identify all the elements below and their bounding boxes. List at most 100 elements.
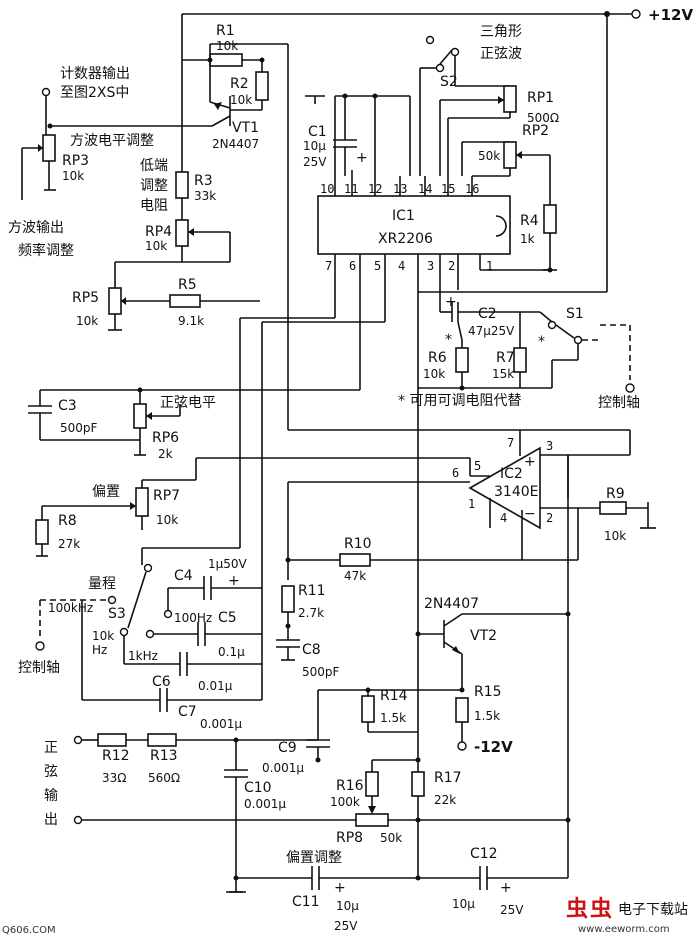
svg-text:10k: 10k (156, 513, 178, 527)
svg-text:0.1μ: 0.1μ (218, 645, 245, 659)
r17-resistor: R17 22k (411, 770, 462, 823)
svg-text:10k: 10k (604, 529, 626, 543)
svg-text:RP5: RP5 (72, 290, 99, 306)
watermark-left: Q606.COM (2, 925, 56, 936)
svg-text:100kHz: 100kHz (48, 601, 93, 615)
c6-capacitor: C6 0.01μ (123, 636, 262, 693)
svg-text:IC1: IC1 (392, 208, 415, 224)
r12-resistor: R12 33Ω (97, 733, 148, 785)
svg-text:R11: R11 (298, 583, 326, 599)
svg-text:+: + (356, 150, 368, 166)
counter-output: 计数器输出 至图2XS中 (41, 66, 130, 135)
svg-text:输: 输 (44, 788, 58, 804)
svg-text:500Ω: 500Ω (527, 111, 559, 125)
r3-resistor: R3 33k 低端 调整 电阻 (140, 120, 216, 220)
svg-text:10: 10 (320, 182, 334, 196)
svg-text:6: 6 (452, 466, 459, 480)
svg-text:RP2: RP2 (522, 123, 549, 139)
rp3-potentiometer: 方波电平调整 RP3 10k 方波输出 频率调整 (8, 133, 154, 259)
vt1-transistor: VT1 2N4407 (50, 60, 262, 151)
svg-text:10μ: 10μ (303, 139, 326, 153)
svg-text:电阻: 电阻 (140, 198, 168, 214)
c7-capacitor: C7 0.001μ (81, 600, 262, 731)
svg-text:1μ50V: 1μ50V (208, 557, 248, 571)
svg-text:R7: R7 (496, 350, 515, 366)
svg-text:6: 6 (349, 259, 356, 273)
svg-text:+: + (334, 880, 346, 896)
vt2-transistor: VT2 2N4407 (415, 455, 571, 820)
svg-text:www.eeworm.com: www.eeworm.com (578, 924, 670, 935)
svg-text:偏置: 偏置 (92, 484, 120, 500)
svg-text:2N4407: 2N4407 (212, 137, 259, 151)
svg-text:1k: 1k (520, 232, 535, 246)
svg-text:15: 15 (441, 182, 455, 196)
svg-text:RP7: RP7 (153, 488, 180, 504)
bottom-rail (226, 817, 571, 893)
svg-text:100Hz: 100Hz (174, 611, 212, 625)
svg-text:XR2206: XR2206 (378, 231, 433, 247)
svg-text:VT1: VT1 (232, 120, 259, 136)
rp6-potentiometer: 正弦电平 RP6 2k (133, 387, 216, 461)
svg-text:S3: S3 (108, 606, 126, 622)
s3-range-switch: 量程 S3 100kHz 10k Hz 100Hz 1kHz 控制轴 (18, 548, 212, 676)
svg-text:*: * (538, 334, 545, 350)
svg-text:2k: 2k (158, 447, 173, 461)
r10-resistor: R10 47k (287, 482, 372, 583)
svg-text:C6: C6 (152, 674, 171, 690)
svg-text:调整: 调整 (140, 178, 168, 194)
svg-text:10k: 10k (230, 93, 252, 107)
svg-text:13: 13 (393, 182, 407, 196)
svg-text:1.5k: 1.5k (474, 709, 500, 723)
svg-text:C11: C11 (292, 894, 320, 910)
svg-text:1: 1 (486, 259, 493, 273)
svg-text:C7: C7 (178, 704, 197, 720)
svg-text:R10: R10 (344, 536, 372, 552)
svg-text:至图2XS中: 至图2XS中 (60, 85, 129, 101)
svg-text:方波输出: 方波输出 (8, 220, 64, 236)
svg-text:S1: S1 (566, 306, 584, 322)
svg-text:R13: R13 (150, 748, 178, 764)
r16-resistor: R16 100k (330, 757, 421, 812)
c2-capacitor: + C2 47μ25V * (439, 290, 540, 348)
c8-capacitor: C8 500pF (276, 639, 340, 679)
svg-text:3140E: 3140E (494, 484, 538, 500)
svg-text:500pF: 500pF (302, 665, 340, 679)
rp8-potentiometer: RP8 50k (336, 806, 402, 846)
svg-text:R1: R1 (216, 23, 235, 39)
svg-text:7: 7 (325, 259, 332, 273)
rp4-potentiometer: RP4 10k (115, 219, 231, 263)
s2-switch: 三角形 正弦波 S2 (419, 24, 522, 176)
svg-text:14: 14 (418, 182, 432, 196)
svg-text:RP6: RP6 (152, 430, 179, 446)
svg-text:50k: 50k (380, 831, 402, 845)
svg-text:7: 7 (507, 436, 514, 450)
r7-resistor: R7 15k (418, 312, 553, 389)
c9-capacitor: C9 0.001μ (262, 690, 330, 775)
svg-text:R2: R2 (230, 76, 249, 92)
svg-text:+: + (524, 454, 536, 470)
svg-text:3: 3 (427, 259, 434, 273)
svg-text:47k: 47k (344, 569, 366, 583)
c5-capacitor: C5 0.1μ (154, 610, 262, 659)
svg-text:4: 4 (398, 259, 405, 273)
svg-text:R14: R14 (380, 688, 408, 704)
r6-resistor: R6 10k (423, 321, 469, 391)
rp2-potentiometer: RP2 50k (461, 123, 551, 205)
svg-text:Hz: Hz (92, 643, 107, 657)
svg-text:电子下载站: 电子下载站 (618, 902, 688, 918)
r11-resistor: R11 2.7k (281, 557, 326, 640)
ic1-chip: IC1 XR2206 10 11 12 13 14 15 16 7 6 5 4 … (317, 176, 511, 290)
svg-text:10k: 10k (62, 169, 84, 183)
svg-text:R6: R6 (428, 350, 447, 366)
svg-text:IC2: IC2 (500, 466, 523, 482)
svg-text:控制轴: 控制轴 (598, 395, 640, 411)
svg-text:控制轴: 控制轴 (18, 660, 60, 676)
svg-text:15k: 15k (492, 367, 514, 381)
svg-text:S2: S2 (440, 74, 458, 90)
svg-text:正弦波: 正弦波 (480, 46, 522, 62)
rp1-potentiometer: RP1 500Ω (439, 85, 559, 176)
ic2-opamp: IC2 3140E + − 7 3 6 5 1 4 2 (288, 430, 600, 560)
svg-text:*: * (445, 332, 452, 348)
svg-text:5: 5 (474, 459, 481, 473)
svg-text:R8: R8 (58, 513, 77, 529)
